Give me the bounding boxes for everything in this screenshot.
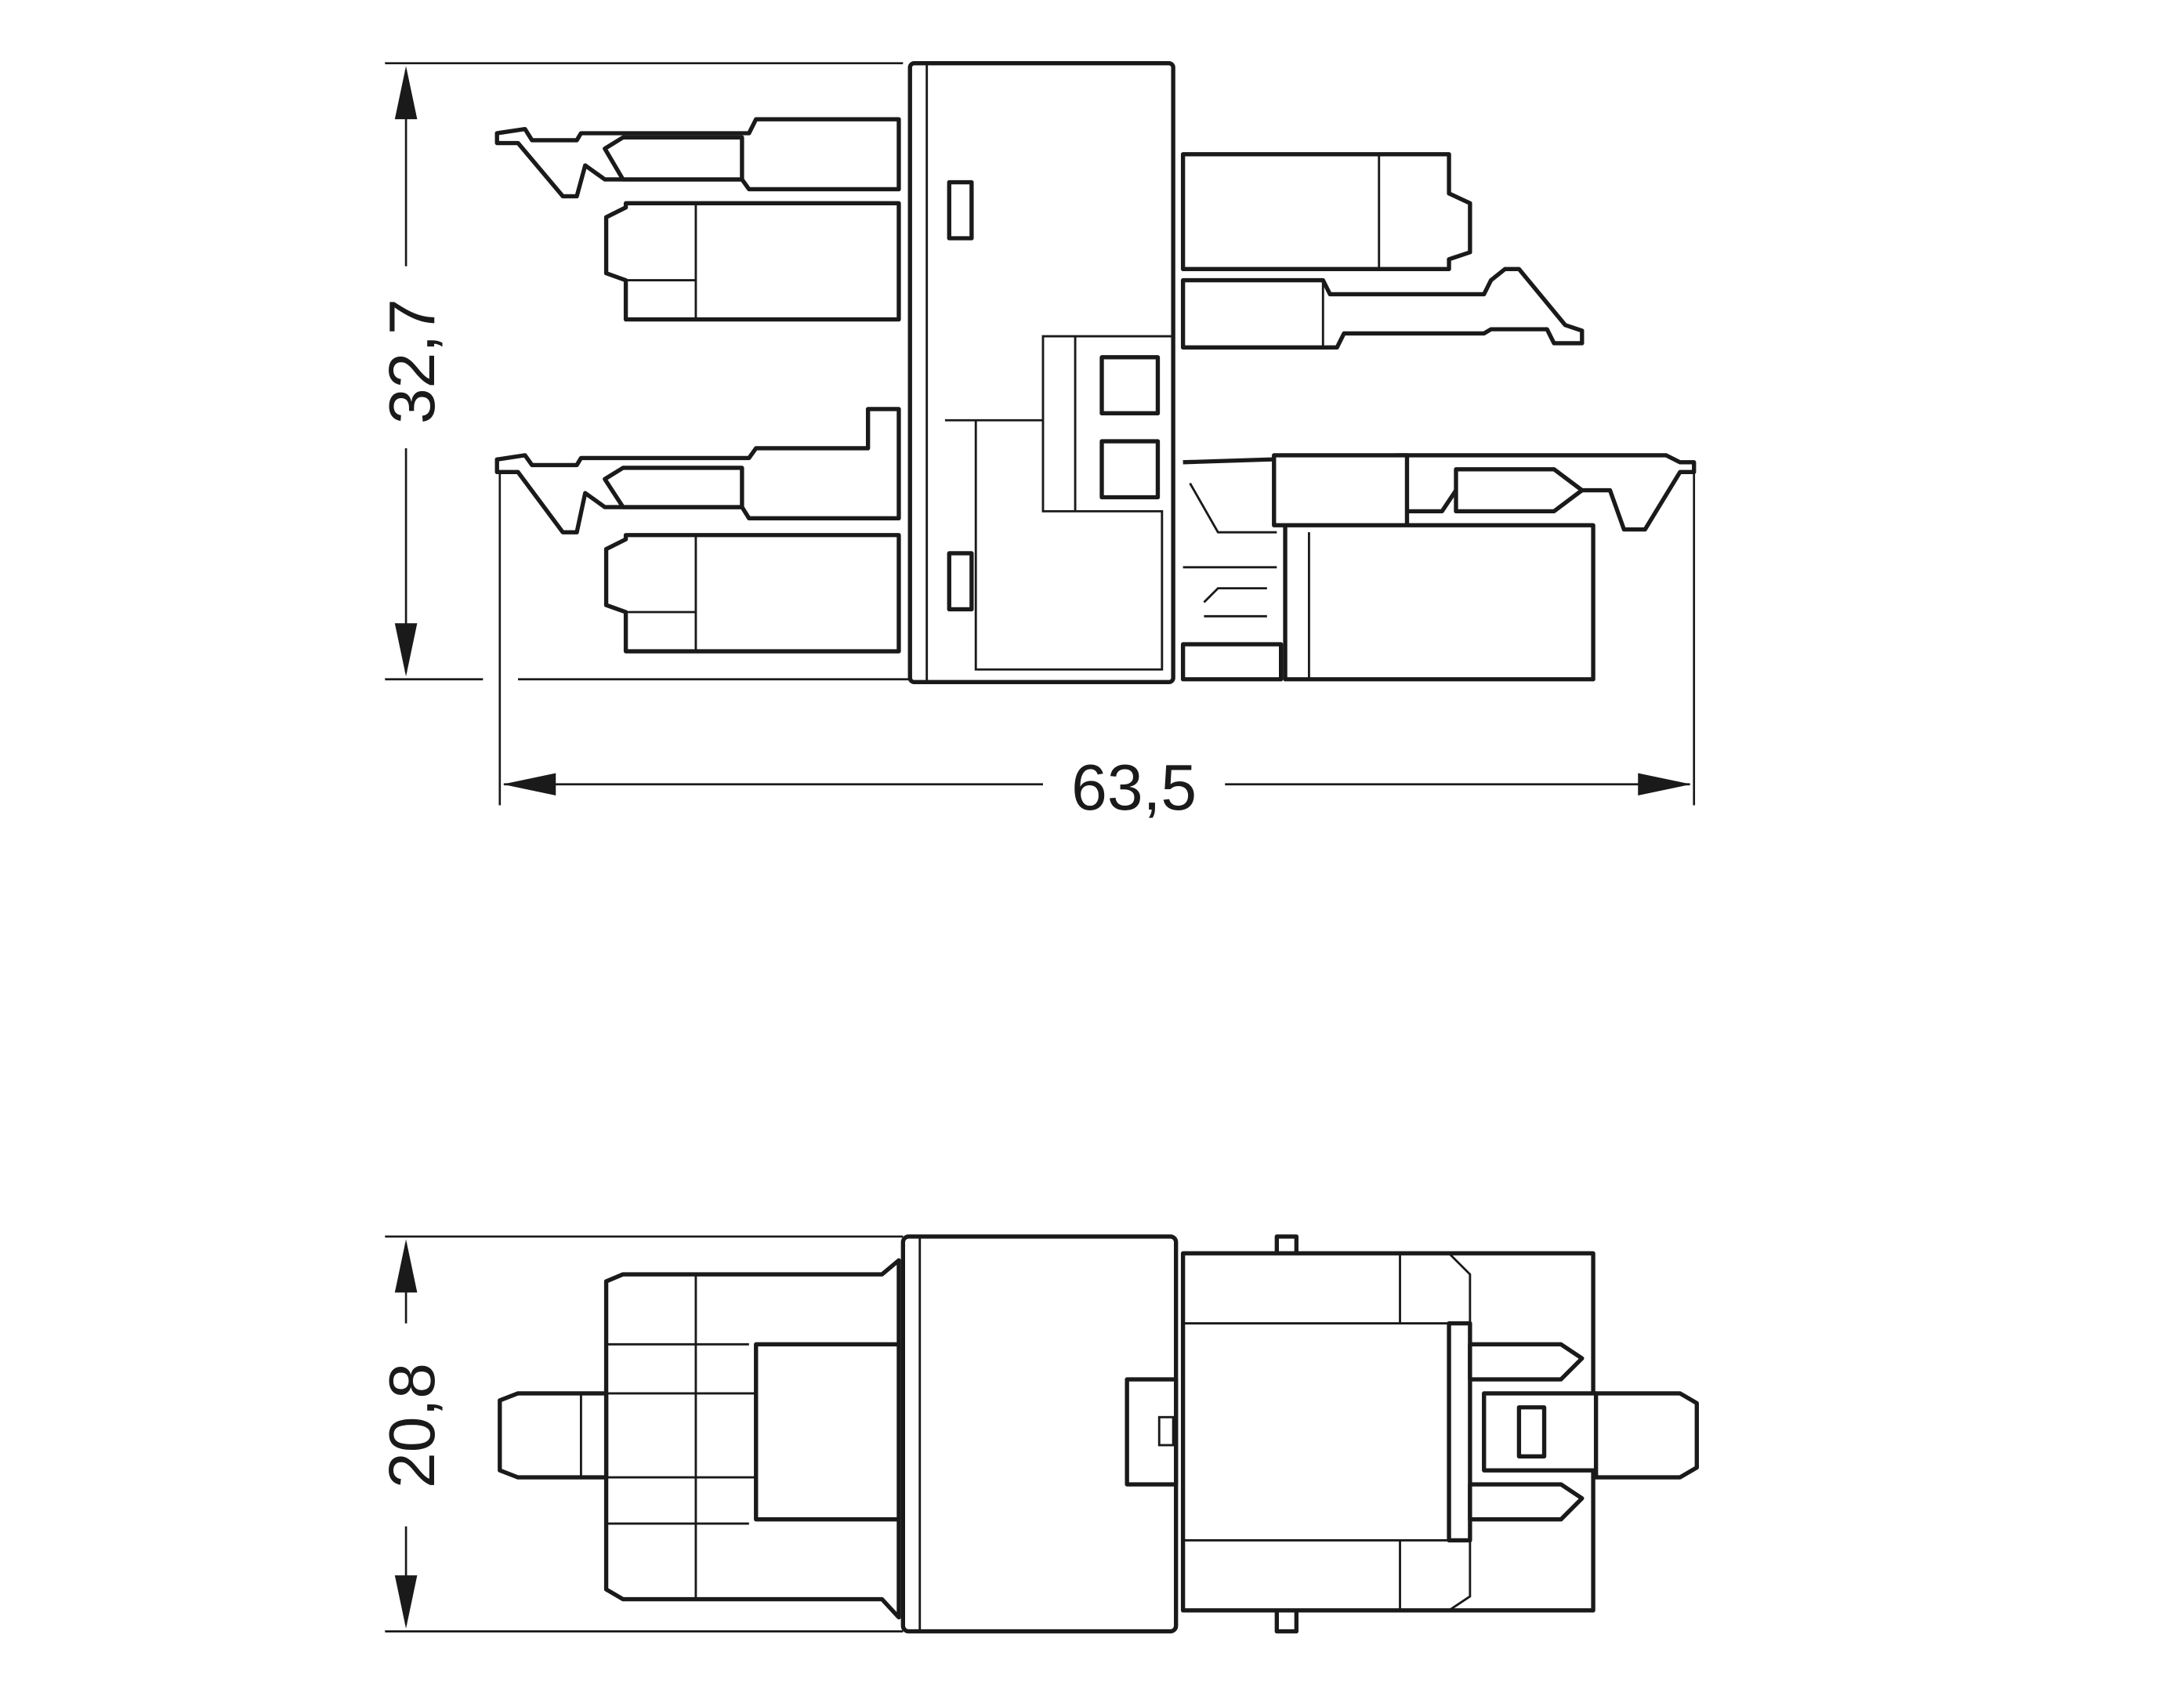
- dimension-label-63-5: 63,5: [1071, 752, 1197, 824]
- dimension-label-32-7: 32,7: [377, 299, 448, 424]
- dimension-label-20-8: 20,8: [377, 1363, 448, 1488]
- dimension-top-width: 63,5: [498, 462, 1696, 824]
- top-view: 32,7 63,5: [377, 60, 1697, 824]
- bottom-view: 20,8: [377, 1234, 1699, 1634]
- dimension-bottom-height: 20,8: [377, 1235, 904, 1632]
- dimension-top-height: 32,7: [377, 62, 911, 681]
